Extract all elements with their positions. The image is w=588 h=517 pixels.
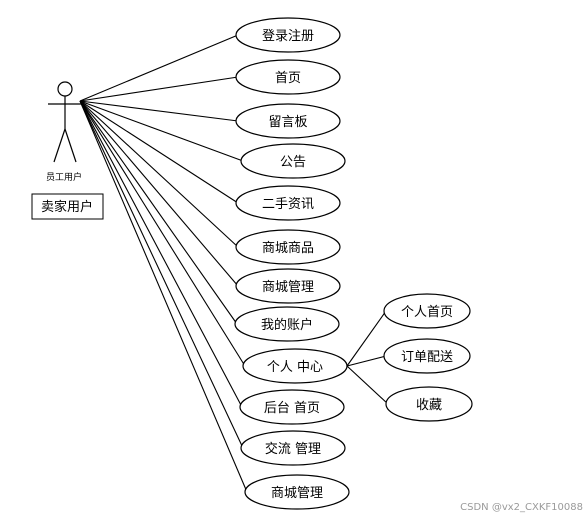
association-line — [79, 100, 239, 287]
sub-use-case-label: 个人首页 — [401, 305, 453, 320]
use-case-mall-management-2[interactable]: 商城管理 — [244, 474, 350, 510]
use-case-label: 商城商品 — [262, 241, 314, 256]
use-case-ellipse — [244, 474, 350, 510]
sub-association-lines — [346, 310, 389, 405]
sub-use-case-ellipse — [385, 386, 473, 422]
actor-figure — [48, 81, 82, 163]
use-case-home[interactable]: 首页 — [235, 59, 341, 95]
use-case-ellipse — [235, 268, 341, 304]
use-case-ellipse — [242, 348, 348, 384]
association-line — [79, 100, 243, 408]
use-case-my-account[interactable]: 我的账户 — [234, 306, 340, 342]
sub-use-case-label: 订单配送 — [401, 350, 453, 365]
use-case-ellipse — [240, 430, 346, 466]
use-case-exchange-management[interactable]: 交流 管理 — [240, 430, 346, 466]
association-line — [79, 100, 239, 248]
sub-use-case-ellipse — [383, 338, 471, 374]
association-line — [79, 100, 239, 122]
actor-head — [57, 81, 73, 97]
use-case-ellipse — [240, 143, 346, 179]
use-case-label: 商城管理 — [262, 280, 314, 295]
use-case-ellipse — [235, 17, 341, 53]
sub-association-line — [346, 355, 387, 367]
sub-use-case-label: 收藏 — [416, 398, 442, 413]
association-line — [79, 34, 239, 102]
association-line — [79, 100, 246, 367]
sub-use-case-order-delivery[interactable]: 订单配送 — [383, 338, 471, 374]
use-case-label: 留言板 — [268, 115, 307, 130]
use-case-label: 个人 中心 — [267, 360, 323, 375]
use-case-ellipse — [235, 185, 341, 221]
sub-use-case-favorites[interactable]: 收藏 — [385, 386, 473, 422]
sub-association-line — [346, 365, 389, 405]
use-case-label: 公告 — [280, 155, 306, 170]
association-line — [79, 100, 239, 204]
association-line — [79, 100, 238, 325]
actor-name: 员工用户 — [46, 171, 82, 183]
use-case-ellipse — [235, 103, 341, 139]
role-box — [31, 193, 104, 220]
actor-right-leg — [64, 128, 77, 163]
use-case-ellipse — [239, 389, 345, 425]
use-case-secondhand-info[interactable]: 二手资讯 — [235, 185, 341, 221]
sub-association-line — [346, 310, 387, 367]
use-case-ellipse — [235, 229, 341, 265]
use-case-backend-home[interactable]: 后台 首页 — [239, 389, 345, 425]
sub-use-case-ellipse — [383, 293, 471, 329]
sub-use-case-personal-home[interactable]: 个人首页 — [383, 293, 471, 329]
use-case-ellipse — [234, 306, 340, 342]
association-line — [79, 100, 244, 449]
use-case-login[interactable]: 登录注册 — [235, 17, 341, 53]
association-line — [79, 76, 239, 102]
use-case-notice[interactable]: 公告 — [240, 143, 346, 179]
use-case-label: 二手资讯 — [262, 197, 314, 212]
watermark: CSDN @vx2_CXKF10088 — [460, 502, 583, 513]
use-case-label: 我的账户 — [261, 317, 313, 333]
use-case-mall-management[interactable]: 商城管理 — [235, 268, 341, 304]
association-line — [79, 100, 248, 493]
use-case-label: 交流 管理 — [265, 441, 321, 457]
use-case-message-board[interactable]: 留言板 — [235, 103, 341, 139]
role-box-label: 卖家用户 — [41, 199, 93, 215]
use-case-label: 登录注册 — [262, 29, 314, 44]
actor-left-leg — [53, 128, 66, 163]
association-line — [79, 100, 244, 162]
use-case-ellipse — [235, 59, 341, 95]
use-case-label: 商城管理 — [271, 486, 323, 501]
use-case-label: 后台 首页 — [264, 401, 320, 416]
use-case-label: 首页 — [275, 71, 301, 86]
use-case-personal-center[interactable]: 个人 中心 — [242, 348, 348, 384]
use-case-mall-products[interactable]: 商城商品 — [235, 229, 341, 265]
association-lines — [79, 34, 248, 493]
